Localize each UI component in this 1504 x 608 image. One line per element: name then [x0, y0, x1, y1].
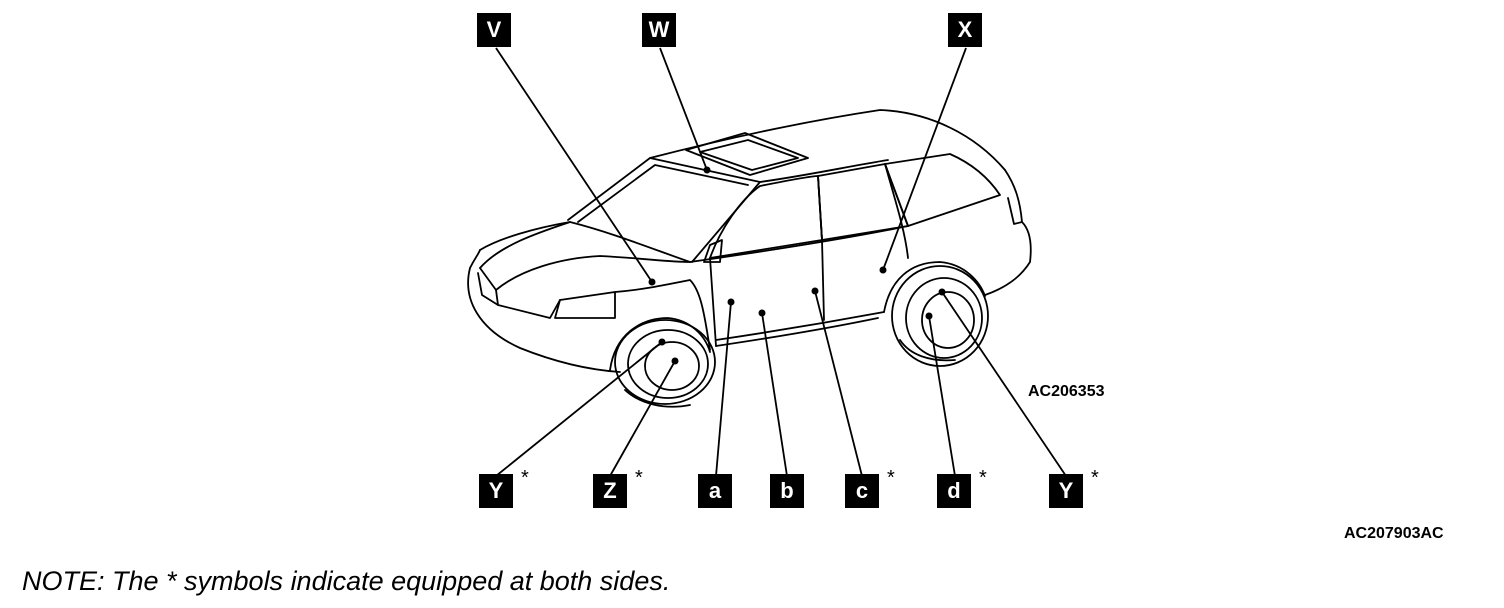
leader-dot-y-rear [938, 288, 946, 296]
leader-line-d [928, 315, 956, 477]
callout-v: V [477, 13, 511, 47]
leader-dot-b [758, 309, 766, 317]
callout-b-label: b [780, 478, 794, 503]
leader-dot-z [671, 357, 679, 365]
callout-x-label: X [957, 17, 973, 42]
leader-line-y-rear [941, 291, 1067, 477]
leader-line-v [495, 47, 653, 283]
callout-d-label: d [947, 478, 961, 503]
vehicle-outline [467, 109, 1032, 408]
leader-dot-c [811, 287, 819, 295]
leader-line-c [814, 290, 863, 477]
callout-w-label: W [648, 17, 670, 42]
page-code: AC207903AC [1344, 525, 1444, 542]
leader-dot-a [727, 298, 735, 306]
figure-code: AC206353 [1028, 383, 1105, 400]
callout-y-rear-label: Y [1058, 478, 1074, 503]
callout-y-rear: Y [1049, 474, 1083, 508]
callout-c-label: c [855, 478, 869, 503]
callout-y-front-label: Y [488, 478, 504, 503]
callout-y-rear-asterisk: * [1091, 467, 1099, 489]
leader-line-b [761, 312, 788, 477]
callout-z-asterisk: * [635, 467, 643, 489]
callout-z-label: Z [603, 478, 617, 503]
callout-v-label: V [486, 17, 502, 42]
callout-a-label: a [708, 478, 722, 503]
leader-line-z [609, 360, 676, 477]
callout-d-asterisk: * [979, 467, 987, 489]
callout-y-front-asterisk: * [521, 467, 529, 489]
leader-line-w [659, 47, 708, 171]
callout-w: W [642, 13, 676, 47]
leader-line-x [882, 47, 967, 271]
leader-dot-y-front [658, 338, 666, 346]
callout-d: d [937, 474, 971, 508]
callout-c-asterisk: * [887, 467, 895, 489]
callout-b: b [770, 474, 804, 508]
callout-x: X [948, 13, 982, 47]
callout-z: Z [593, 474, 627, 508]
leader-dots [648, 166, 946, 365]
leader-dot-v [648, 278, 656, 286]
leader-line-a [715, 301, 732, 477]
leader-dot-w [703, 166, 711, 174]
note-text: NOTE: The * symbols indicate equipped at… [22, 566, 671, 596]
callout-y-front: Y [479, 474, 513, 508]
leader-dot-d [925, 312, 933, 320]
callout-c: c [845, 474, 879, 508]
leader-lines [495, 47, 1067, 477]
leader-line-y-front [495, 341, 663, 477]
leader-dot-x [879, 266, 887, 274]
callout-a: a [698, 474, 732, 508]
